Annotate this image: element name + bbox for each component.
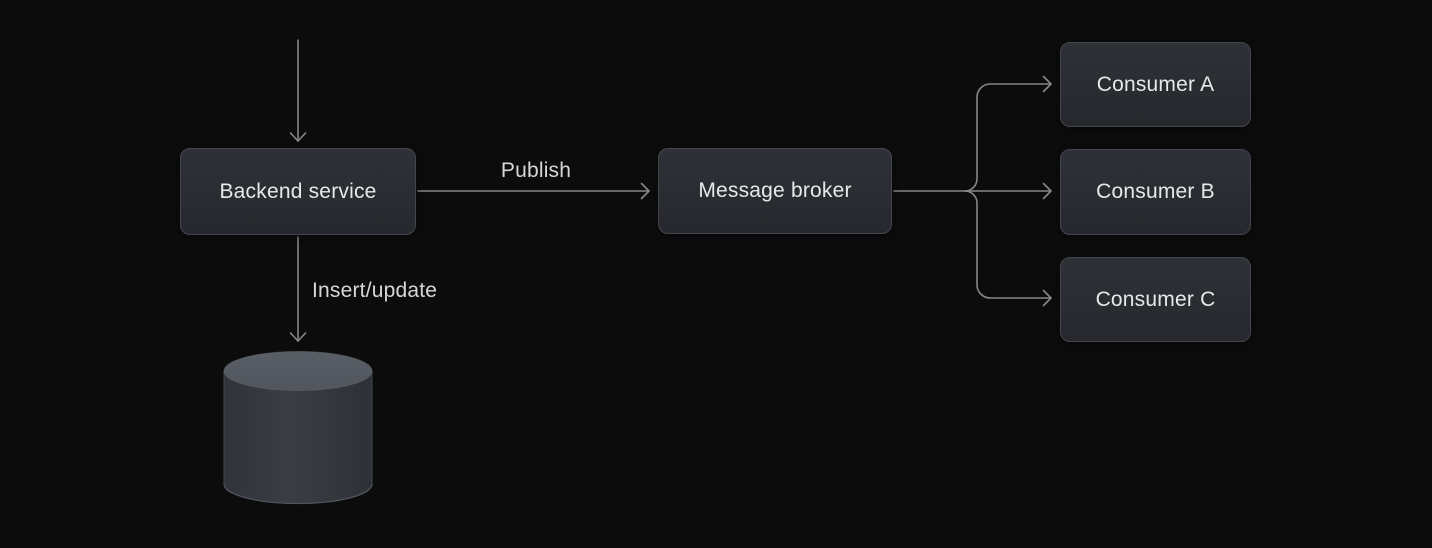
fork-to-consumer-c-head	[1042, 289, 1052, 307]
insert-update-arrow-head	[289, 332, 307, 342]
incoming-arrow-head	[289, 132, 307, 142]
node-consumer-b-label: Consumer B	[1096, 180, 1215, 203]
node-consumer-b: Consumer B	[1060, 149, 1251, 235]
node-message-broker: Message broker	[658, 148, 892, 234]
node-consumer-c-label: Consumer C	[1095, 287, 1216, 311]
database-cylinder-bottom-rim	[223, 483, 373, 505]
database-cylinder-body	[223, 370, 373, 504]
node-consumer-a-label: Consumer A	[1096, 72, 1215, 96]
insert-update-edge-label: Insert/update	[312, 279, 438, 302]
fork-to-consumer-b-head	[1042, 182, 1052, 200]
fork-to-consumer-a-line	[964, 83, 1052, 192]
node-backend-service: Backend service	[180, 148, 416, 235]
fork-to-consumer-a-head	[1042, 75, 1052, 93]
publish-edge-label: Publish	[500, 159, 572, 182]
database-cylinder-icon	[223, 351, 373, 505]
fork-to-consumer-c-line	[964, 190, 1052, 299]
node-consumer-a: Consumer A	[1060, 42, 1251, 127]
publish-arrow-head	[640, 182, 650, 200]
node-backend-service-label: Backend service	[219, 179, 377, 203]
database-cylinder-top	[223, 351, 373, 391]
node-consumer-c: Consumer C	[1060, 257, 1251, 342]
node-message-broker-label: Message broker	[698, 179, 852, 202]
